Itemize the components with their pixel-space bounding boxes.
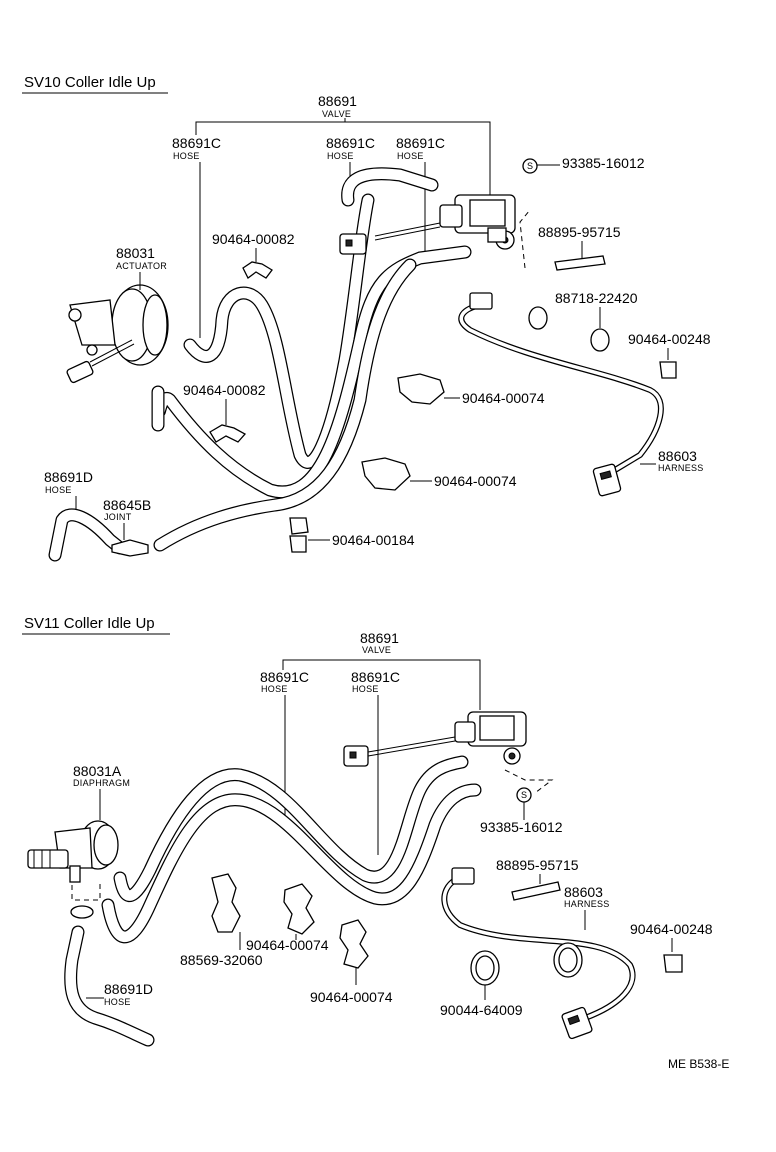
label-diaphragm-pn: 88031A: [73, 763, 122, 779]
label-valve-pn: 88691: [318, 93, 357, 109]
valve-sv11: [343, 711, 554, 794]
clip-00184: [289, 517, 309, 553]
label-clip-00248-b: 90464-00248: [630, 921, 713, 937]
hoses-sv10: [151, 167, 472, 552]
diaphragm: [27, 820, 119, 883]
clamp-22420-b: [590, 328, 610, 352]
label-valve-b-sub: VALVE: [362, 645, 391, 655]
valve-sv10: [339, 194, 531, 269]
label-harness-b-sub: HARNESS: [564, 899, 610, 909]
label-harness-sub: HARNESS: [658, 463, 704, 473]
label-clip-00074-a: 90464-00074: [462, 390, 545, 406]
label-screw-b: 93385-16012: [480, 819, 563, 835]
svg-text:S: S: [521, 790, 527, 800]
clip-00074-a: [397, 373, 445, 405]
label-hose2-sub: HOSE: [327, 151, 354, 161]
section-title-sv10: SV10 Coller Idle Up: [24, 74, 156, 91]
label-hose2-pn: 88691C: [326, 135, 375, 151]
label-clip-00074-b: 90464-00074: [434, 473, 517, 489]
clip-00074-c: [283, 883, 315, 935]
clip-00074-d: [339, 919, 369, 969]
label-valve-sub: VALVE: [322, 109, 351, 119]
label-diaphragm-sub: DIAPHRAGM: [73, 778, 130, 788]
actuator: [66, 284, 169, 384]
label-hose1-pn: 88691C: [172, 135, 221, 151]
label-hose-b1-pn: 88691C: [260, 669, 309, 685]
illustration-code: ME B538-E: [668, 1057, 729, 1071]
label-hose3-sub: HOSE: [397, 151, 424, 161]
clip-00248-b: [663, 954, 683, 973]
label-hose-b1-sub: HOSE: [261, 684, 288, 694]
label-plate-b: 88895-95715: [496, 857, 579, 873]
section-title-sv11: SV11 Coller Idle Up: [24, 615, 155, 632]
label-actuator-sub: ACTUATOR: [116, 261, 167, 271]
clamp-32060: [211, 873, 241, 933]
label-hose-d-sub: HOSE: [45, 485, 72, 495]
plate-95715: [554, 255, 606, 271]
label-clamp-32060: 88569-32060: [180, 952, 263, 968]
small-clamp: [70, 905, 94, 919]
label-hose1-sub: HOSE: [173, 151, 200, 161]
clip-00082-a: [242, 261, 273, 279]
valve-connector: [339, 233, 367, 255]
clip-00248-a: [659, 361, 677, 379]
label-clip-00248-a: 90464-00248: [628, 331, 711, 347]
hoses-sv11: [101, 755, 482, 944]
harness-sv10: [458, 292, 664, 497]
plate-95715-b: [511, 881, 561, 901]
clip-00074-b: [361, 457, 411, 491]
label-clip-00082-a: 90464-00082: [212, 231, 295, 247]
screw-s-mark: [522, 158, 538, 174]
label-joint-sub: JOINT: [104, 512, 132, 522]
label-hose-b2-pn: 88691C: [351, 669, 400, 685]
label-harness-pn: 88603: [658, 448, 697, 464]
clamp-22420-a: [528, 306, 548, 330]
label-hose-b2-sub: HOSE: [352, 684, 379, 694]
label-valve-b-pn: 88691: [360, 630, 399, 646]
label-clip-00074-c: 90464-00074: [246, 937, 329, 953]
label-hose-d-pn: 88691D: [44, 469, 93, 485]
label-plate: 88895-95715: [538, 224, 621, 240]
label-harness-b-pn: 88603: [564, 884, 603, 900]
label-clip-00074-d: 90464-00074: [310, 989, 393, 1005]
label-clip-00082-b: 90464-00082: [183, 382, 266, 398]
clip-00082-b: [209, 424, 247, 443]
label-joint-pn: 88645B: [103, 497, 151, 513]
label-hose-d-b-pn: 88691D: [104, 981, 153, 997]
label-clamp-22420: 88718-22420: [555, 290, 638, 306]
label-screw: 93385-16012: [562, 155, 645, 171]
valve-b-bracket-line: [282, 659, 481, 710]
joint-88645b: [111, 539, 149, 557]
label-band-clamp: 90044-64009: [440, 1002, 523, 1018]
svg-text:S: S: [527, 161, 533, 171]
label-clip-00184: 90464-00184: [332, 532, 415, 548]
label-hose-d-b-sub: HOSE: [104, 997, 131, 1007]
label-actuator-pn: 88031: [116, 245, 155, 261]
label-hose3-pn: 88691C: [396, 135, 445, 151]
valve-bracket-line: [195, 121, 491, 195]
